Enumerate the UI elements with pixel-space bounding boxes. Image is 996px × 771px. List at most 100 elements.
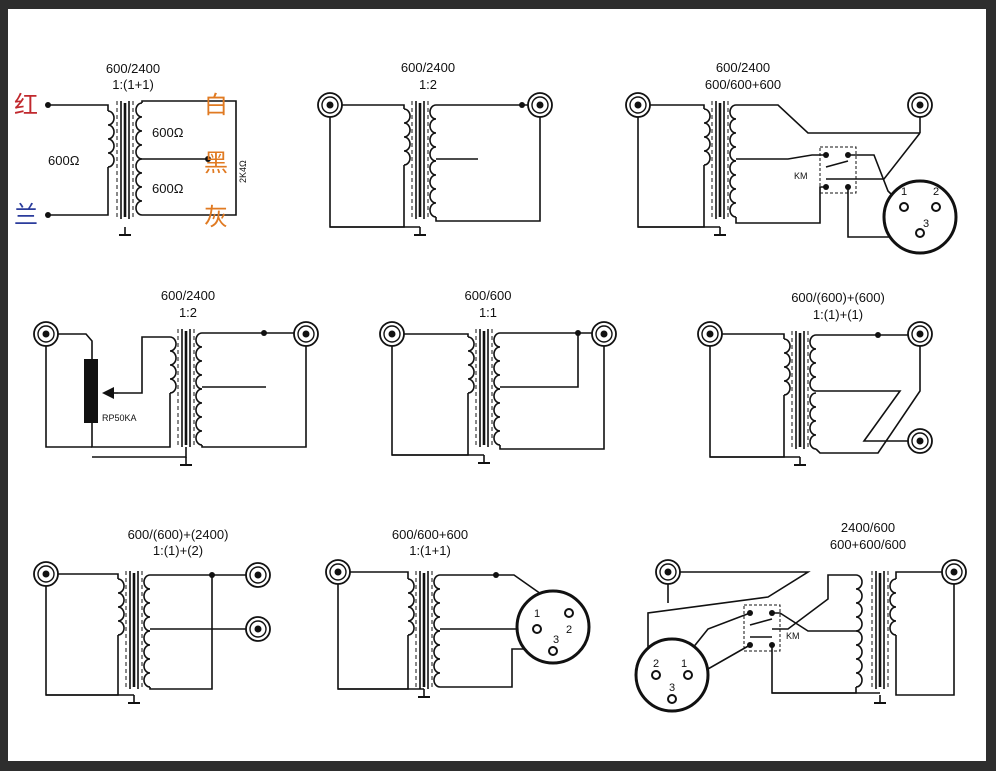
d7-output-jack-2 bbox=[245, 616, 271, 642]
d6-input-jack bbox=[697, 321, 723, 347]
d7-primary-coil bbox=[117, 578, 125, 636]
d4-ratio: 1:2 bbox=[179, 305, 197, 320]
d1-black-label: 黑 bbox=[204, 149, 228, 177]
d6-secondary-coil-2 bbox=[809, 392, 817, 450]
d8-input-jack bbox=[325, 559, 351, 585]
d2-input-jack bbox=[317, 92, 343, 118]
d6-title: 600/(600)+(600) bbox=[791, 290, 885, 305]
d4-secondary-coil-1 bbox=[195, 332, 203, 390]
d6-secondary-coil-1 bbox=[809, 334, 817, 392]
diagram-4: 600/2400 1:2 RP50KA bbox=[33, 288, 319, 466]
d7-title: 600/(600)+(2400) bbox=[128, 527, 229, 542]
d4-primary-coil bbox=[169, 336, 177, 394]
d1-primary-coil bbox=[107, 110, 115, 168]
d3-secondary-coil-1 bbox=[729, 104, 737, 162]
d1-secondary-impedance-2: 600Ω bbox=[152, 181, 184, 196]
d9-ratio: 600+600/600 bbox=[830, 537, 906, 552]
d8-core bbox=[414, 569, 434, 691]
d4-title: 600/2400 bbox=[161, 288, 215, 303]
d5-core bbox=[474, 327, 494, 449]
d4-ground bbox=[179, 456, 193, 466]
d9-title: 2400/600 bbox=[841, 520, 895, 535]
d2-core bbox=[410, 99, 430, 221]
d7-input-jack bbox=[33, 561, 59, 587]
d7-secondary-coil-2 bbox=[143, 630, 151, 688]
d3-ground bbox=[713, 226, 727, 236]
d1-ratio: 1:(1+1) bbox=[112, 77, 154, 92]
d2-ratio: 1:2 bbox=[419, 77, 437, 92]
diagram-8: 600/600+600 1:(1+1) 1 2 3 bbox=[325, 527, 591, 698]
d2-primary-coil bbox=[403, 108, 411, 166]
diagram-9: 2400/600 600+600/600 KM 2 1 3 bbox=[634, 520, 967, 713]
d1-primary-impedance: 600Ω bbox=[48, 153, 80, 168]
d5-secondary-coil-2 bbox=[493, 388, 501, 446]
d8-title: 600/600+600 bbox=[392, 527, 468, 542]
d7-core bbox=[124, 569, 144, 691]
d9-core bbox=[870, 569, 890, 691]
d3-output-jack bbox=[907, 92, 933, 118]
d1-white-label: 白 bbox=[204, 91, 228, 119]
d3-xlr-pin-3: 3 bbox=[923, 218, 929, 230]
d4-potentiometer bbox=[84, 359, 98, 423]
d2-secondary-coil-1 bbox=[429, 104, 437, 162]
d5-secondary-coil-1 bbox=[493, 332, 501, 390]
d1-secondary-coil-1 bbox=[135, 102, 143, 160]
d8-ground bbox=[417, 688, 431, 698]
d3-xlr-pin-2: 2 bbox=[933, 186, 939, 198]
d3-relay-label: KM bbox=[794, 171, 808, 181]
d8-primary-coil bbox=[407, 578, 415, 636]
d5-primary-coil bbox=[467, 336, 475, 394]
d9-secondary-coil bbox=[889, 578, 897, 636]
d9-primary-coil-1 bbox=[855, 574, 863, 632]
d6-output-jack-2 bbox=[907, 428, 933, 454]
d3-title: 600/2400 bbox=[716, 60, 770, 75]
d6-output-jack-1 bbox=[907, 321, 933, 347]
d5-title: 600/600 bbox=[465, 288, 512, 303]
diagram-5: 600/600 1:1 bbox=[379, 288, 617, 464]
d2-title: 600/2400 bbox=[401, 60, 455, 75]
d1-red-label: 红 bbox=[14, 91, 38, 119]
d7-ratio: 1:(1)+(2) bbox=[153, 543, 203, 558]
d1-ground bbox=[118, 226, 132, 236]
d3-input-jack bbox=[625, 92, 651, 118]
d4-core bbox=[176, 327, 196, 449]
diagram-6: 600/(600)+(600) 1:(1)+(1) bbox=[697, 290, 933, 466]
d9-xlr-pin-3: 3 bbox=[669, 682, 675, 694]
d2-ground bbox=[413, 226, 427, 236]
d7-ground bbox=[127, 694, 141, 704]
d3-ratio: 600/600+600 bbox=[705, 77, 781, 92]
d5-input-jack bbox=[379, 321, 405, 347]
d3-core bbox=[710, 99, 730, 221]
d9-output-jack bbox=[941, 559, 967, 585]
diagram-1: 600/2400 1:(1+1) 红 兰 白 黑 灰 600Ω 600Ω 600… bbox=[14, 61, 248, 236]
d4-secondary-coil-2 bbox=[195, 388, 203, 446]
d1-secondary-coil-2 bbox=[135, 158, 143, 216]
diagram-3: 600/2400 600/600+600 KM 1 2 3 bbox=[625, 60, 958, 255]
d5-ground bbox=[477, 454, 491, 464]
d9-primary-coil-2 bbox=[855, 630, 863, 688]
d7-output-jack-1 bbox=[245, 562, 271, 588]
d3-secondary-coil-2 bbox=[729, 160, 737, 218]
d8-xlr-pin-3: 3 bbox=[553, 634, 559, 646]
d8-xlr-pin-1: 1 bbox=[534, 608, 540, 620]
d4-input-jack bbox=[33, 321, 59, 347]
diagram-2: 600/2400 1:2 bbox=[317, 60, 553, 236]
d1-blue-label: 兰 bbox=[14, 201, 38, 229]
d9-xlr-connector bbox=[634, 637, 710, 713]
d6-ratio: 1:(1)+(1) bbox=[813, 307, 863, 322]
d4-output-jack bbox=[293, 321, 319, 347]
d1-secondary-impedance-1: 600Ω bbox=[152, 125, 184, 140]
d3-xlr-pin-1: 1 bbox=[901, 186, 907, 198]
d1-title: 600/2400 bbox=[106, 61, 160, 76]
d2-output-jack bbox=[527, 92, 553, 118]
d7-secondary-coil-1 bbox=[143, 574, 151, 632]
d3-xlr-connector bbox=[882, 179, 958, 255]
d6-primary-coil bbox=[783, 338, 791, 396]
diagram-7: 600/(600)+(2400) 1:(1)+(2) bbox=[33, 527, 271, 704]
d6-core bbox=[790, 329, 810, 451]
d1-core bbox=[115, 99, 135, 221]
d5-output-jack bbox=[591, 321, 617, 347]
d2-secondary-coil-2 bbox=[429, 160, 437, 218]
d8-ratio: 1:(1+1) bbox=[409, 543, 451, 558]
